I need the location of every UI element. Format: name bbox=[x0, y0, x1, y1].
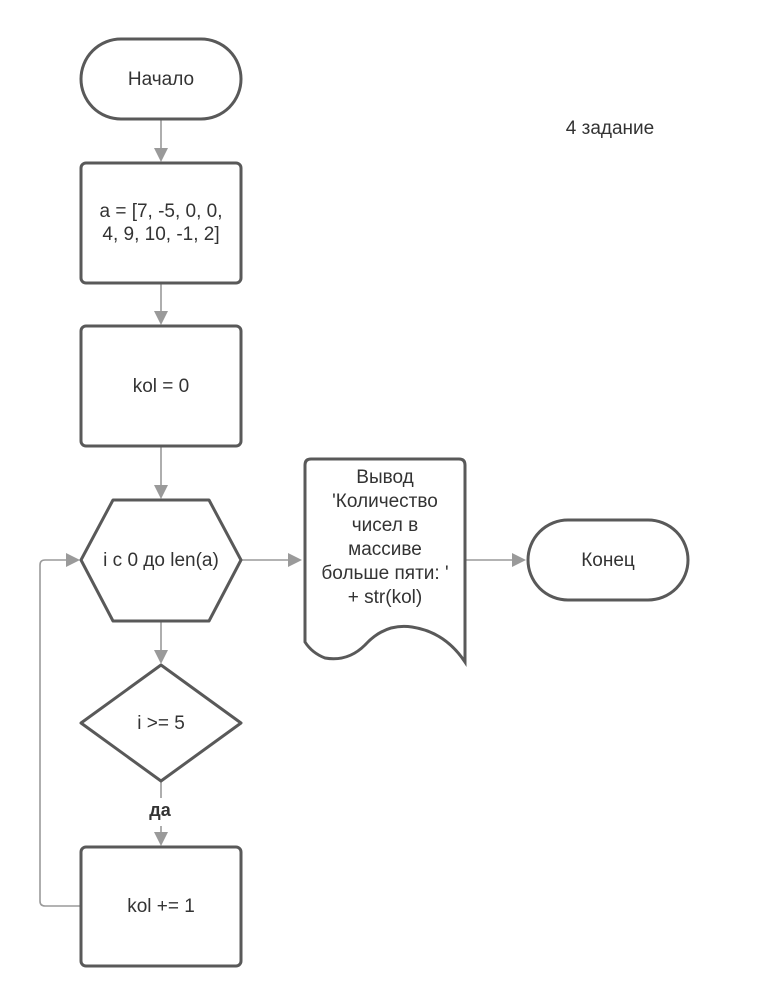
loop-hexagon[interactable] bbox=[79, 498, 243, 623]
output-label: Вывод 'Количество чисел в массиве больше… bbox=[300, 462, 470, 614]
start-terminator[interactable] bbox=[79, 37, 243, 121]
task-title: 4 задание bbox=[565, 118, 655, 139]
edge-increment-to-loop bbox=[39, 559, 81, 907]
end-label: Конец bbox=[581, 549, 635, 571]
yes-edge-label: да bbox=[149, 800, 171, 820]
arrowhead bbox=[288, 553, 302, 567]
condition-label: i >= 5 bbox=[137, 712, 185, 734]
array-init-line-2: 4, 9, 10, -1, 2] bbox=[102, 224, 220, 245]
arrowhead bbox=[154, 832, 168, 846]
connectors bbox=[39, 119, 526, 907]
array-init-line-1: a = [7, -5, 0, 0, bbox=[99, 201, 223, 222]
arrowhead bbox=[66, 553, 80, 567]
loop-label: i с 0 до len(a) bbox=[103, 549, 219, 571]
kol-init-label: kol = 0 bbox=[132, 375, 190, 397]
array-init-label: a = [7, -5, 0, 0, 4, 9, 10, -1, 2] bbox=[81, 163, 241, 283]
increment-process[interactable] bbox=[79, 845, 243, 968]
output-line-2: 'Количество bbox=[332, 491, 438, 512]
output-line-4: массиве bbox=[348, 539, 422, 560]
kol-init-process[interactable] bbox=[79, 324, 243, 448]
output-document[interactable] bbox=[303, 457, 467, 667]
output-line-1: Вывод bbox=[356, 467, 414, 488]
increment-label: kol += 1 bbox=[127, 896, 195, 917]
start-label: Начало bbox=[127, 68, 195, 90]
arrowhead bbox=[512, 553, 526, 567]
output-line-3: чисел в bbox=[351, 515, 419, 536]
condition-diamond[interactable] bbox=[79, 663, 243, 783]
arrowhead bbox=[154, 485, 168, 499]
arrowhead bbox=[154, 311, 168, 325]
end-terminator[interactable] bbox=[526, 518, 690, 602]
output-line-5: больше пяти: ' bbox=[321, 563, 449, 584]
arrowhead bbox=[154, 650, 168, 664]
arrowhead bbox=[154, 148, 168, 162]
output-line-6: + str(kol) bbox=[347, 587, 423, 608]
array-init-process[interactable] bbox=[79, 161, 243, 285]
